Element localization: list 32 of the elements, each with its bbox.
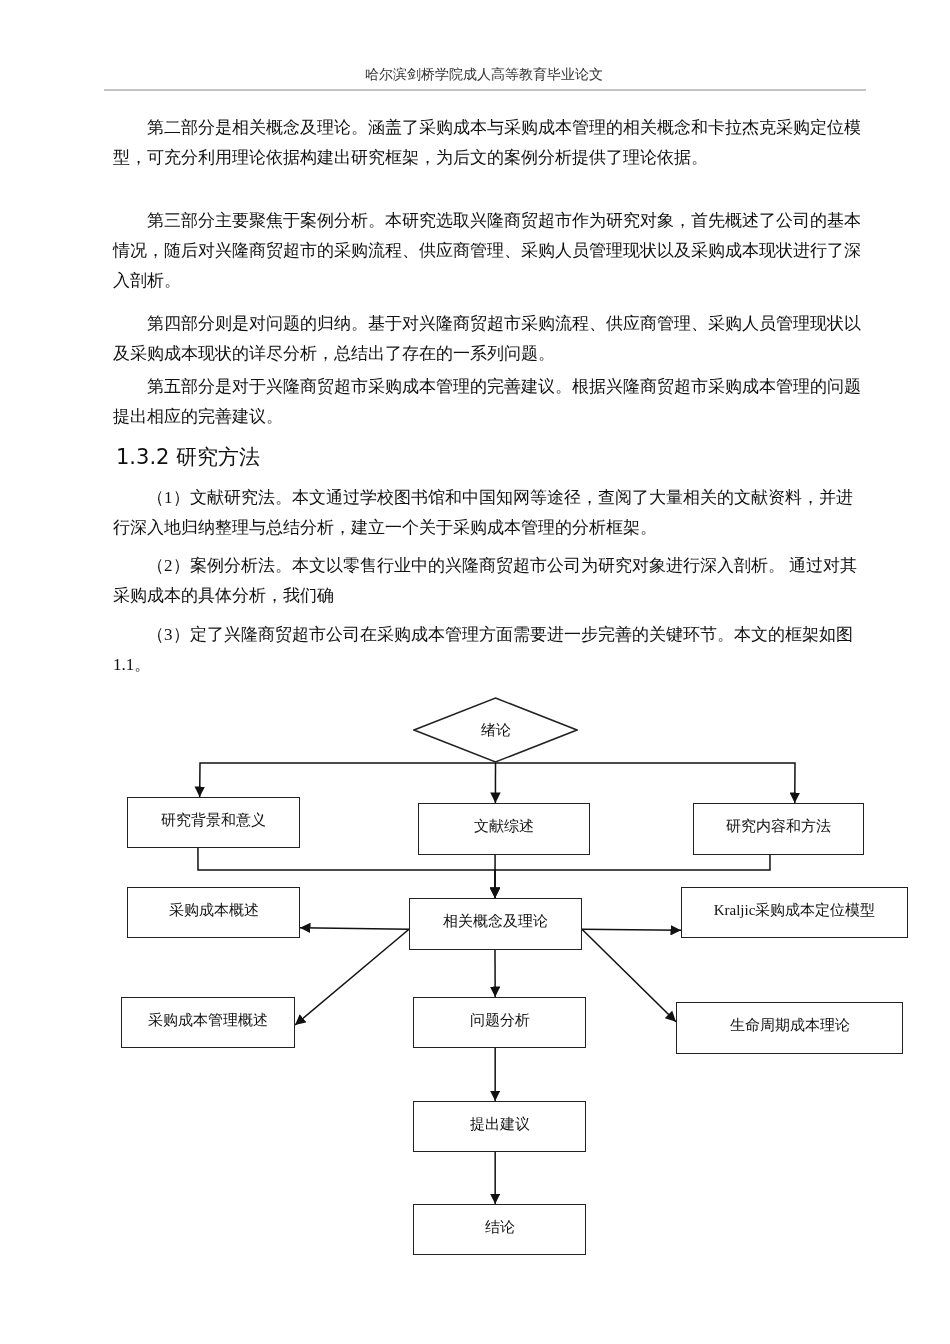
process-box: 问题分析 [413, 997, 586, 1048]
arrow [489, 1151, 501, 1205]
decision-diamond: 绪论 [413, 697, 578, 763]
process-box: 相关概念及理论 [409, 898, 582, 950]
process-box: 采购成本概述 [127, 887, 300, 938]
arrow [489, 949, 501, 998]
paragraph: 第二部分是相关概念及理论。涵盖了采购成本与采购成本管理的相关概念和卡拉杰克采购定位模型，可充分利用理论依据构建出研究框架，为后文的案例分析提供了理论依据。 [113, 117, 861, 169]
arrow [490, 762, 501, 804]
arrow [489, 854, 771, 899]
process-box: 文献综述 [418, 803, 590, 855]
process-box: 生命周期成本理论 [676, 1002, 903, 1054]
arrow [194, 762, 497, 798]
process-box: Kraljic采购成本定位模型 [681, 887, 908, 938]
page-header: 哈尔滨剑桥学院成人高等教育毕业论文 [365, 66, 603, 84]
arrow [294, 928, 410, 1026]
arrow [299, 922, 410, 934]
paragraph: （1）文献研究法。本文通过学校图书馆和中国知网等途径，查阅了大量相关的文献资料，并进行深入地归纳整理与总结分析，建立一个关于采购成本管理的分析框架。 [113, 487, 854, 539]
paragraph: 第四部分则是对问题的归纳。基于对兴隆商贸超市采购流程、供应商管理、采购人员管理现状以及采购成本现状的详尽分析，总结出了存在的一系列问题。 [113, 313, 861, 365]
paragraph: （3）定了兴隆商贸超市公司在采购成本管理方面需要进一步完善的关键环节。本文的框架如图 1.1。 [113, 624, 854, 676]
process-box: 提出建议 [413, 1101, 586, 1152]
arrow [581, 928, 677, 1023]
process-box: 采购成本管理概述 [121, 997, 295, 1048]
process-box: 结论 [413, 1204, 586, 1255]
arrow [581, 925, 682, 936]
paragraph: 第五部分是对于兴隆商贸超市采购成本管理的完善建议。根据兴隆商贸超市采购成本管理的问题提出相应的完善建议。 [113, 376, 861, 428]
arrow [494, 762, 801, 804]
process-box: 研究内容和方法 [693, 803, 864, 855]
paragraph: （2）案例分析法。本文以零售行业中的兴隆商贸超市公司为研究对象进行深入剖析。 通过对其采购成本的具体分析，我们确 [113, 555, 858, 607]
arrow [489, 1047, 501, 1102]
process-box: 研究背景和意义 [127, 797, 300, 848]
section-heading: 1.3.2 研究方法 [116, 444, 261, 471]
paragraph: 第三部分主要聚焦于案例分析。本研究选取兴隆商贸超市作为研究对象，首先概述了公司的基本情况，随后对兴隆商贸超市的采购流程、供应商管理、采购人员管理现状以及采购成本现状进行了深入剖析。 [113, 210, 861, 292]
